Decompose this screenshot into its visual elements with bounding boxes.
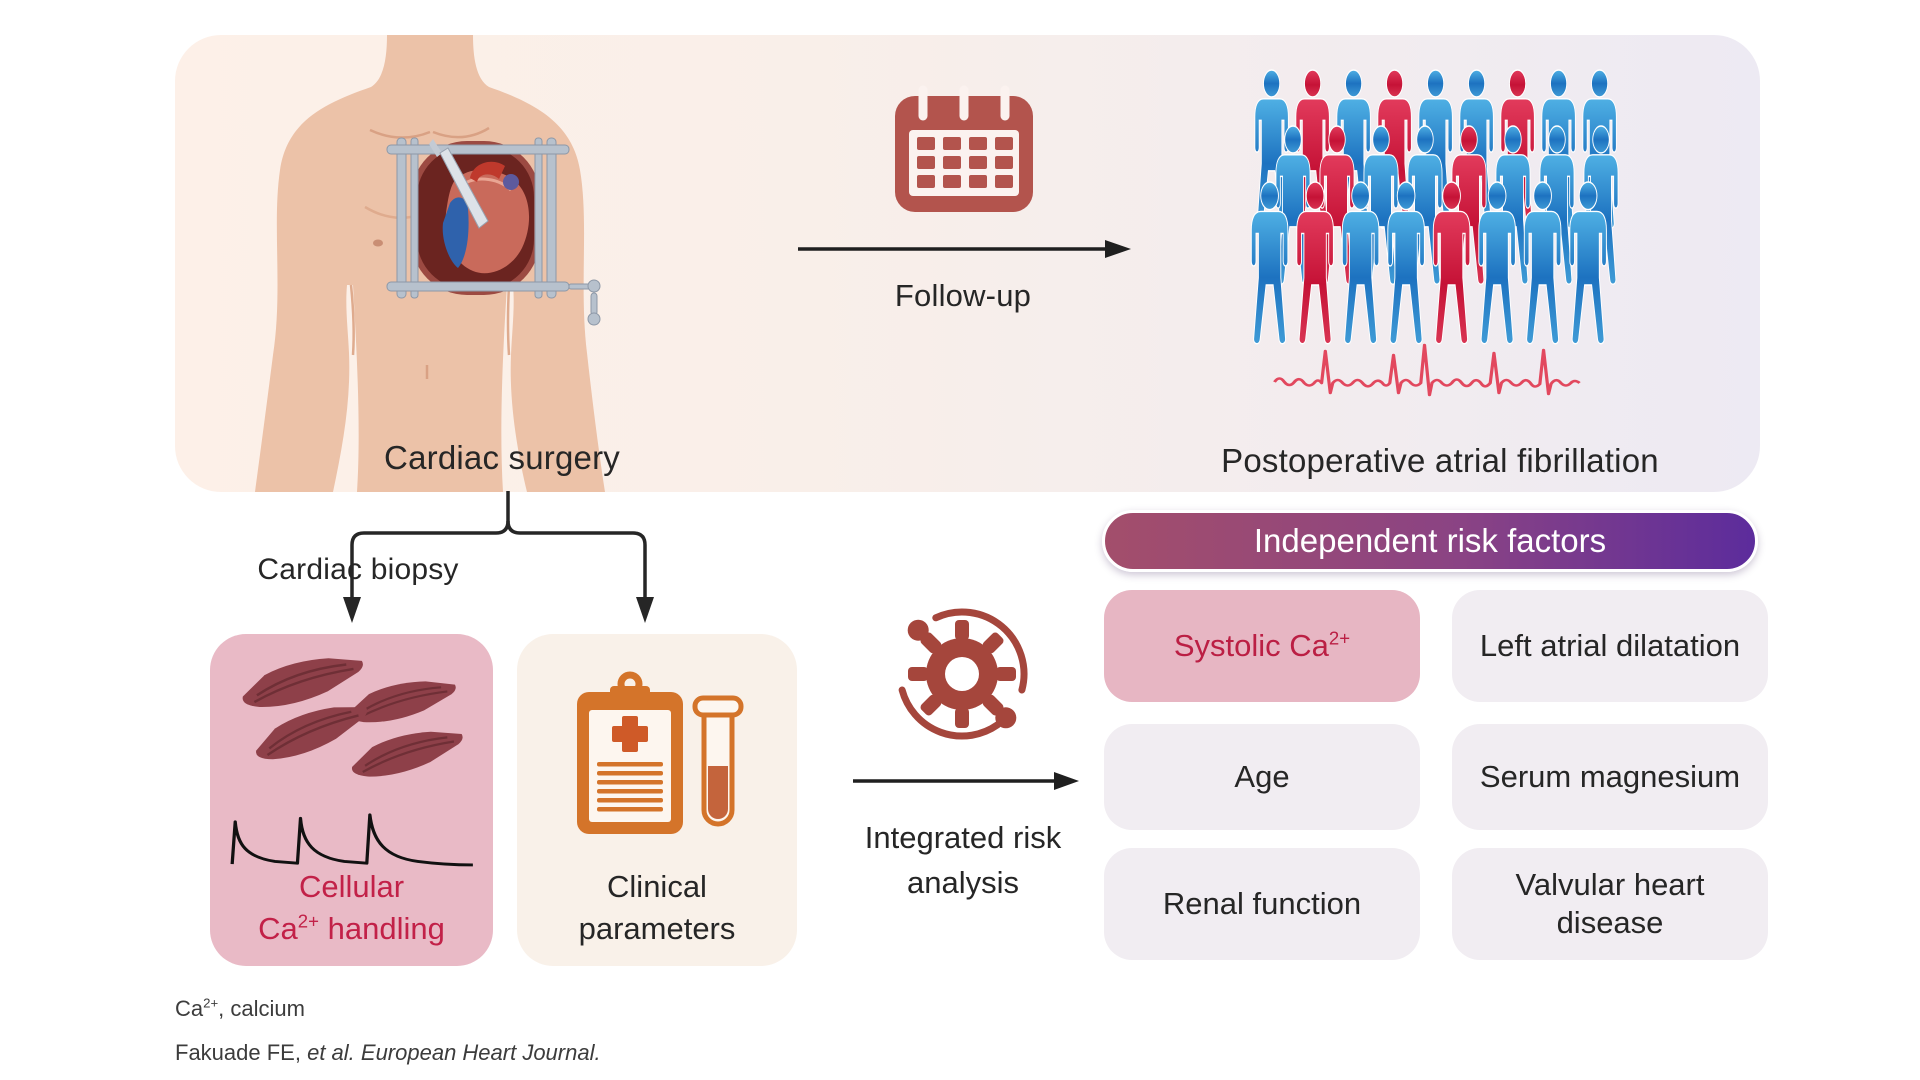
gear-sync-icon (898, 608, 1028, 740)
calcium-transient-trace (230, 813, 473, 867)
risk-factor-renal-function: Renal function (1104, 848, 1420, 960)
calendar-icon (895, 85, 1033, 212)
independent-risk-factors-header: Independent risk factors (1102, 510, 1758, 572)
abbreviation-footnote: Ca2+, calcium (175, 995, 305, 1021)
risk-factor-serum-magnesium: Serum magnesium (1452, 724, 1768, 830)
risk-factor-valvular-heart-disease: Valvular heart disease (1452, 848, 1768, 960)
follow-up-label: Follow-up (894, 278, 1032, 313)
crowd-rows (1250, 69, 1619, 345)
citation-footnote: Fakuade FE, et al. European Heart Journa… (175, 1040, 601, 1065)
clipboard-icon (577, 671, 744, 834)
risk-factor-left-atrial-dilatation: Left atrial dilatation (1452, 590, 1768, 702)
follow-up-arrow (798, 240, 1131, 258)
cardiac-surgery-illustration (255, 35, 605, 492)
risk-factor-systolic-ca: Systolic Ca2+ (1104, 590, 1420, 702)
integrated-analysis-arrow (853, 772, 1079, 790)
branch-connector (343, 491, 654, 623)
test-tube-icon (692, 695, 744, 827)
integrated-risk-analysis-label: Integrated risk analysis (864, 820, 1062, 900)
clinical-parameters-caption: Clinical parameters (578, 869, 736, 946)
top-panel: Cardiac surgery Follow-up (175, 35, 1760, 492)
ecg-trace (1273, 343, 1581, 397)
risk-factor-age: Age (1104, 724, 1420, 830)
cellular-ca-handling-box: Cellular Ca2+ handling (210, 634, 493, 966)
clinical-parameters-box: Clinical parameters (517, 634, 797, 966)
postoperative-af-label: Postoperative atrial fibrillation (1221, 442, 1659, 479)
cellular-ca-caption: Cellular Ca2+ handling (258, 869, 445, 946)
cardiac-surgery-label: Cardiac surgery (384, 439, 620, 476)
muscle-fibers-illustration (236, 647, 469, 785)
crowd-pictogram (1250, 69, 1619, 345)
medical-plus-icon (612, 716, 648, 752)
cardiac-biopsy-label: Cardiac biopsy (257, 553, 459, 586)
